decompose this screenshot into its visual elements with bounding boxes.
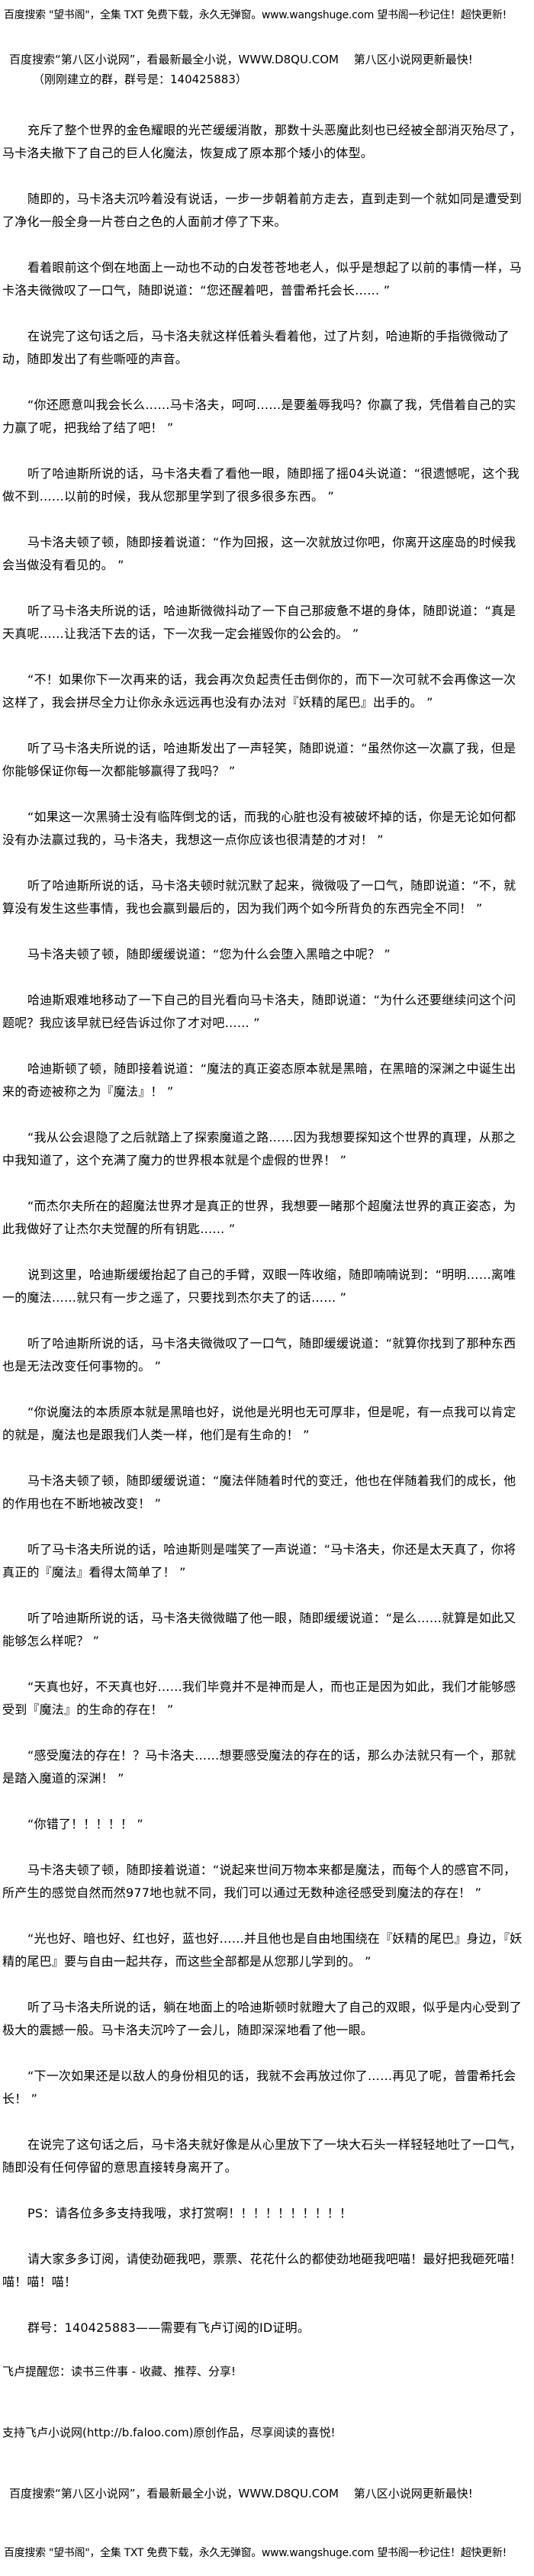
story-paragraph: 听了哈迪斯所说的话，马卡洛夫看了看他一眼，随即摇了摇04头说道：“很遗憾呢，这个… [2, 466, 520, 504]
story-paragraph: 充斥了整个世界的金色耀眼的光芒缓缓消散，那数十头恶魔此刻也已经被全部消灭殆尽了，… [2, 123, 523, 160]
story-paragraph: 说到这里，哈迪斯缓缓抬起了自己的手臂，双眼一阵收缩，随即喃喃说到：“明明……离唯… [2, 1267, 516, 1305]
story-paragraph: “天真也好，不天真也好……我们毕竟并不是神而是人，而也正是因为如此，我们才能够感… [2, 1679, 516, 1717]
story-paragraph: “下一次如果还是以敌人的身份相见的话，我就不会再放过你了……再见了呢，普雷希托会… [2, 2069, 516, 2106]
story-paragraph: 听了马卡洛夫所说的话，哈迪斯微微抖动了一下自己那疲惫不堪的身体，随即说道：“真是… [2, 604, 516, 641]
story-paragraph: 马卡洛夫顿了顿，随即接着说道：“说起来世间万物本来都是魔法，而每个人的感官不同，… [2, 1863, 516, 1900]
story-paragraph: 听了哈迪斯所说的话，马卡洛夫微微瞄了他一眼，随即缓缓说道：“是么……就算是如此又… [2, 1611, 516, 1648]
story-paragraph: “不！如果你下一次再来的话，我会再次负起责任击倒你的，而下一次可就不会再像这一次… [2, 672, 516, 710]
faloo-support-note: 支持飞卢小说网(http://b.faloo.com)原创作品，尽享阅读的喜悦! [2, 2426, 336, 2439]
chapter-body: 充斥了整个世界的金色耀眼的光芒缓缓消散，那数十头恶魔此刻也已经被全部消灭殆尽了，… [2, 119, 524, 2339]
story-paragraph: 听了马卡洛夫所说的话，哈迪斯则是嗤笑了一声说道：“马卡洛夫，你还是太天真了，你将… [2, 1542, 516, 1579]
story-paragraph: 听了哈迪斯所说的话，马卡洛夫顿时就沉默了起来，微微吸了一口气，随即说道：“不，就… [2, 878, 516, 916]
story-paragraph: 马卡洛夫顿了顿，随即缓缓说道：“魔法伴随着时代的变迁，他也在伴随着我们的成长，他… [2, 1473, 516, 1511]
story-paragraph: 马卡洛夫顿了顿，随即缓缓说道：“您为什么会堕入黑暗之中呢？ ” [27, 947, 391, 961]
story-paragraph: 在说完了这句话之后，马卡洛夫就好像是从心里放下了一块大石头一样轻轻地吐了一口气，… [2, 2137, 523, 2175]
wangshuge-ad-footer: 百度搜索 "望书阁"，全集 TXT 免费下载，永久无弹窗。www.wangshu… [4, 2547, 507, 2559]
faloo-reminder: 飞卢提醒您：读书三件事 - 收藏、推荐、分享! [2, 2365, 236, 2378]
d8qu-ad-footer: 百度搜索“第八区小说网”，看最新最全小说，WWW.D8QU.COM 第八区小说网… [9, 2487, 473, 2500]
story-paragraph: 看着眼前这个倒在地面上一动也不动的白发苍苍地老人，似乎是想起了以前的事情一样，马… [2, 260, 523, 298]
story-paragraph: “光也好、暗也好、红也好，蓝也好……并且他也是自由地围绕在『妖精的尾巴』身边，『… [2, 1931, 523, 1969]
d8qu-ad-banner: 百度搜索“第八区小说网”，看最新最全小说，WWW.D8QU.COM 第八区小说网… [9, 53, 473, 66]
story-paragraph: “我从公会退隐了之后就踏上了探索魔道之路……因为我想要探知这个世界的真理，从那之… [2, 1130, 516, 1167]
story-paragraph: PS：请各位多多支持我哦，求打赏啊！！！！！！！！！！ [27, 2206, 352, 2220]
story-paragraph: 听了马卡洛夫所说的话，哈迪斯发出了一声轻笑，随即说道：“虽然你这一次赢了我，但是… [2, 741, 516, 778]
story-paragraph: “感受魔法的存在！？马卡洛夫……想要感受魔法的存在的话，那么办法就只有一个，那就… [2, 1748, 516, 1785]
story-paragraph: “你错了！！！！！ ” [27, 1817, 143, 1831]
story-paragraph: “而杰尔夫所在的超魔法世界才是真正的世界，我想要一睹那个超魔法世界的真正姿态，为… [2, 1199, 516, 1236]
story-paragraph: 哈迪斯顿了顿，随即接着说道：“魔法的真正姿态原本就是黑暗，在黑暗的深渊之中诞生出… [2, 1061, 516, 1099]
story-paragraph: 听了哈迪斯所说的话，马卡洛夫微微叹了一口气，随即缓缓说道：“就算你找到了那种东西… [2, 1336, 516, 1373]
story-paragraph: 哈迪斯艰难地移动了一下自己的目光看向马卡洛夫，随即说道：“为什么还要继续问这个问… [2, 993, 516, 1030]
story-paragraph: 马卡洛夫顿了顿，随即接着说道：“作为回报，这一次就放过你吧，你离开这座岛的时候我… [2, 535, 516, 572]
story-paragraph: 随即的，马卡洛夫沉吟着没有说话，一步一步朝着前方走去，直到走到一个就如同是遭受到… [2, 192, 523, 229]
story-paragraph: “你还愿意叫我会长么……马卡洛夫，呵呵……是要羞辱我吗？你赢了我，凭借着自己的实… [2, 398, 516, 435]
story-paragraph: 在说完了这句话之后，马卡洛夫就这样低着头看着他，过了片刻，哈迪斯的手指微微动了动… [2, 329, 510, 366]
story-paragraph: 请大家多多订阅，请使劲砸我吧，票票、花花什么的都使劲地砸我吧喵！最好把我砸死喵！… [2, 2252, 523, 2289]
story-paragraph: “你说魔法的本质原本就是黑暗也好，说他是光明也无可厚非，但是呢，有一点我可以肯定… [2, 1405, 516, 1442]
story-paragraph: 听了马卡洛夫所说的话，躺在地面上的哈迪斯顿时就瞪大了自己的双眼，似乎是内心受到了… [2, 2000, 523, 2037]
story-paragraph: “如果这一次黑骑士没有临阵倒戈的话，而我的心脏也没有被破坏掉的话，你是无论如何都… [2, 810, 516, 847]
wangshuge-ad-banner: 百度搜索 "望书阁"，全集 TXT 免费下载，永久无弹窗。www.wangshu… [4, 9, 507, 21]
group-number-note: （刚刚建立的群，群号是：140425883） [33, 72, 247, 86]
story-paragraph: 群号：140425883——需要有飞卢订阅的ID证明。 [27, 2320, 310, 2335]
